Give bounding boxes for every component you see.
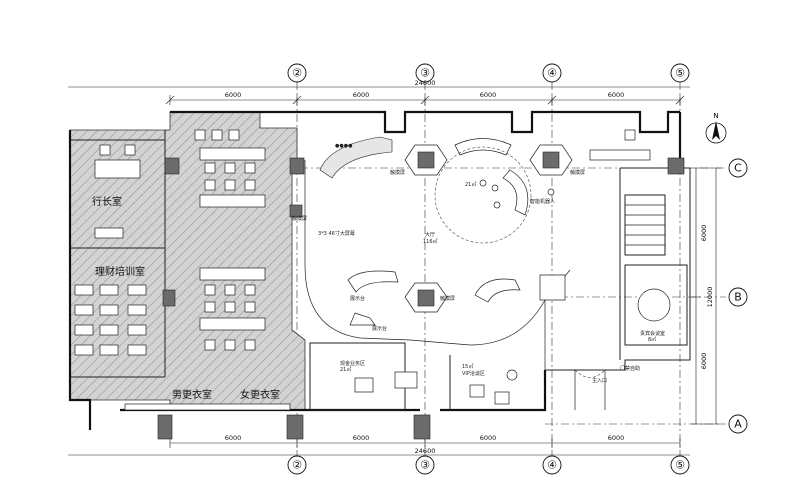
vip-area-label: 15㎡ (462, 363, 473, 370)
touch-screens: 触摸屏 触摸屏 触摸屏 触摸屏 (289, 144, 585, 313)
bottom-axis-bubbles: ② ③ ④ ⑤ (287, 455, 690, 475)
hall-labels: 大厅 116㎡ 3*3 46寸大屏幕 (318, 230, 438, 245)
hall-boundary (304, 160, 571, 370)
hall-label: 大厅 (425, 231, 435, 238)
axis-label-top-5: ⑤ (675, 67, 685, 80)
stair-area: 贵宾会谈室 8㎡ (589, 129, 688, 346)
axis-label-top-3: ③ (420, 67, 430, 80)
vip-lounge: 15㎡ VIP洽谈区 (449, 355, 518, 410)
axis-label-bottom-2: ② (292, 459, 302, 472)
circle-area-label: 21㎡ (465, 181, 476, 188)
dim-top-4: 6000 (608, 91, 625, 99)
gold-room-label: 贵宾会谈室 (640, 330, 665, 337)
axis-label-top-2: ② (292, 67, 302, 80)
dim-right-total: 12000 (706, 287, 714, 308)
hall-area-label: 116㎡ (423, 238, 438, 245)
office-furniture (74, 129, 291, 411)
display-desks: ●●●● 展示台 展示台 (319, 136, 566, 332)
dim-bottom-total: 24600 (415, 447, 436, 455)
touch-screen-4-label: 触摸屏 (440, 295, 455, 302)
top-axis-bubbles: ② ③ ④ ⑤ (287, 63, 690, 83)
display-table-1-label: 展示台 (350, 295, 365, 302)
vault-area-label: 21㎡ (340, 366, 351, 373)
axis-label-bottom-3: ③ (420, 459, 430, 472)
atm-label: 门禁自助 (620, 365, 640, 372)
axis-label-a: A (734, 418, 742, 431)
dim-bottom-2: 6000 (353, 434, 370, 442)
cash-area: 现金业务区 21㎡ (309, 342, 418, 411)
axis-label-b: B (734, 291, 742, 304)
dim-bottom-3: 6000 (480, 434, 497, 442)
vip-label: VIP洽谈区 (462, 370, 485, 377)
room-labels: 行长室 理财培训室 男更衣室 女更衣室 (92, 195, 280, 401)
dim-top-total: 24600 (415, 79, 436, 87)
dim-bottom-4: 6000 (608, 434, 625, 442)
dim-right-1: 6000 (700, 225, 708, 242)
top-dimensions: 6000 6000 6000 6000 24600 (68, 79, 690, 105)
north-arrow: N (705, 112, 727, 144)
right-dimensions: 6000 6000 12000 (691, 167, 721, 425)
touch-screen-2-label: 触摸屏 (570, 169, 585, 176)
back-office-zone (69, 111, 306, 411)
dim-bottom-1: 6000 (225, 434, 242, 442)
robot-label: 智能机器人 (530, 198, 555, 205)
axis-label-bottom-4: ④ (547, 459, 557, 472)
north-label: N (713, 112, 718, 120)
touch-screen-3-label: 触摸屏 (292, 215, 307, 222)
axis-label-bottom-5: ⑤ (675, 459, 685, 472)
axis-label-top-4: ④ (547, 67, 557, 80)
training-room-label: 理财培训室 (95, 265, 145, 278)
dim-right-2: 6000 (700, 353, 708, 370)
entrance-label: 主入口 (592, 377, 607, 384)
display-3d-label: 3*3 46寸大屏幕 (318, 230, 355, 237)
president-room-label: 行长室 (92, 195, 122, 208)
axis-label-c: C (734, 162, 742, 175)
central-round-area: 21㎡ 智能机器人 (434, 138, 555, 244)
bottom-dimensions: 6000 6000 6000 6000 24600 (68, 434, 690, 456)
display-table-2-label: 展示台 (372, 325, 387, 332)
gold-area-label: 8㎡ (648, 336, 656, 343)
dim-top-2: 6000 (353, 91, 370, 99)
vault-label: 现金业务区 (340, 360, 365, 367)
columns (157, 157, 685, 440)
female-locker-label: 女更衣室 (240, 388, 280, 401)
male-locker-label: 男更衣室 (172, 388, 212, 401)
dim-top-1: 6000 (225, 91, 242, 99)
axis-lines (296, 82, 726, 455)
right-axis-bubbles: C B A (728, 158, 748, 434)
dim-top-3: 6000 (480, 91, 497, 99)
touch-screen-1-label: 触摸屏 (390, 169, 405, 176)
entrance-area: 主入口 门禁自助 (574, 365, 640, 410)
desk-note-a: ●●●● (335, 143, 353, 149)
